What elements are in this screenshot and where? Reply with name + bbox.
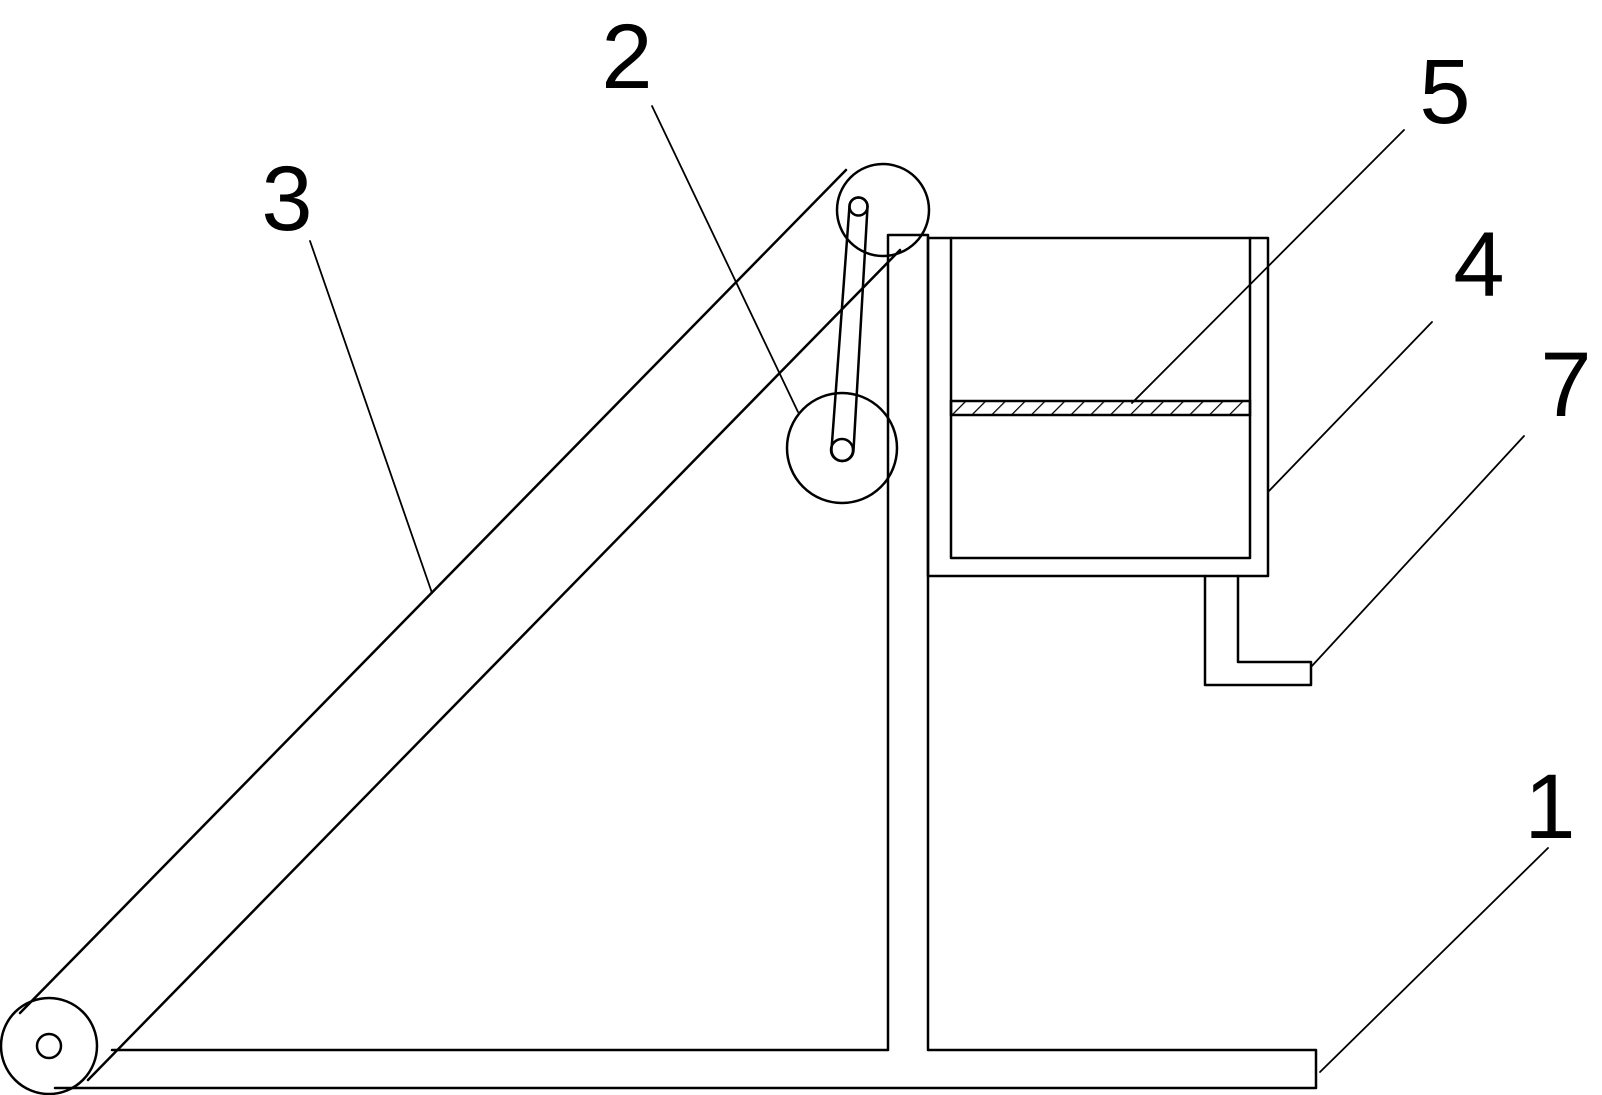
callout-2: 2 (601, 6, 652, 108)
lower-roller (0, 996, 99, 1095)
leader-2 (651, 105, 799, 413)
leader-5 (1131, 129, 1405, 404)
tank-inner-wall (949, 236, 1252, 560)
leader-3 (309, 240, 433, 594)
outlet-pipe (1203, 574, 1313, 687)
leader-7 (1310, 435, 1525, 668)
drive-wheel-pin (829, 437, 855, 463)
crank-pin (848, 196, 869, 217)
upper-roller (835, 162, 931, 258)
base-frame (53, 233, 1318, 1090)
leader-lines (309, 105, 1549, 1073)
leader-1 (1319, 847, 1549, 1073)
leader-4 (1267, 321, 1433, 493)
connecting-rod (830, 196, 869, 463)
hatched-layer (949, 399, 1252, 417)
callout-4: 4 (1453, 214, 1504, 316)
callout-1: 1 (1524, 756, 1575, 858)
callout-7: 7 (1540, 334, 1591, 436)
callout-3: 3 (261, 148, 312, 250)
callout-5: 5 (1419, 41, 1470, 143)
drive-mechanism (785, 196, 899, 505)
callout-labels: 1 2 3 4 5 7 (261, 6, 1591, 858)
tank (926, 236, 1270, 578)
conveyor-belt (0, 162, 931, 1095)
tank-outer-wall (926, 236, 1270, 578)
drive-wheel (785, 391, 899, 505)
lower-roller-axle (35, 1032, 63, 1060)
